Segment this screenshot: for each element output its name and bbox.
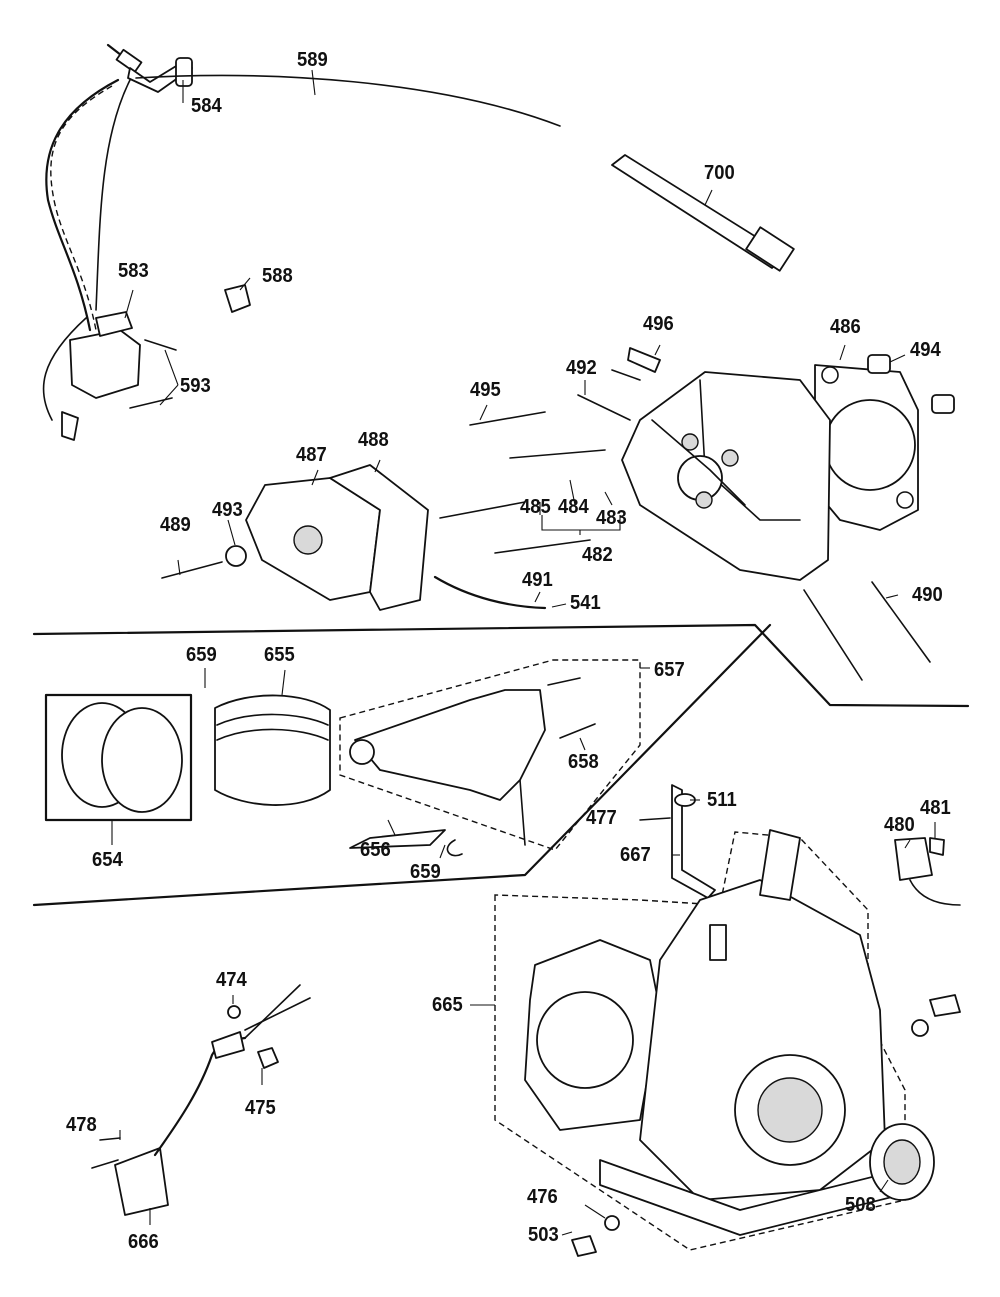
label-589: 589 [297,49,328,71]
label-491: 491 [522,569,553,591]
label-489: 489 [160,514,191,536]
label-659-top: 659 [186,644,217,666]
label-583: 583 [118,260,149,282]
label-541: 541 [570,592,601,614]
label-486: 486 [830,316,861,338]
label-667: 667 [620,844,651,866]
label-666: 666 [128,1231,159,1253]
label-483: 483 [596,507,627,529]
label-656: 656 [360,839,391,861]
label-584: 584 [191,95,222,117]
label-665: 665 [432,994,463,1016]
label-490: 490 [912,584,943,606]
label-659-bottom: 659 [410,861,441,883]
label-480: 480 [884,814,915,836]
label-481: 481 [920,797,951,819]
section-dividers [32,623,970,907]
cylinder-head-assembly [161,347,955,681]
ignition-coil-assembly [42,43,561,441]
label-655: 655 [264,644,295,666]
label-484: 484 [558,496,589,518]
label-474: 474 [216,969,247,991]
label-478: 478 [66,1114,97,1136]
label-593: 593 [180,375,211,397]
label-588: 588 [262,265,293,287]
label-657: 657 [654,659,685,681]
label-477: 477 [586,807,617,829]
piston-rod-assembly [44,659,641,857]
label-654: 654 [92,849,123,871]
governor-and-switch [639,784,961,906]
label-496: 496 [643,313,674,335]
label-487: 487 [296,444,327,466]
label-700: 700 [704,162,735,184]
oil-sensor-666 [91,984,620,1257]
label-503: 503 [528,1224,559,1246]
label-492: 492 [566,357,597,379]
label-508: 508 [845,1194,876,1216]
label-658: 658 [568,751,599,773]
crankcase-665 [494,829,961,1251]
label-493: 493 [212,499,243,521]
label-495: 495 [470,379,501,401]
label-511: 511 [707,789,737,811]
label-488: 488 [358,429,389,451]
label-494: 494 [910,339,941,361]
label-475: 475 [245,1097,276,1119]
label-485: 485 [520,496,551,518]
label-482: 482 [582,544,613,566]
tool-700 [611,154,795,272]
label-476: 476 [527,1186,558,1208]
leader-lines [111,69,936,1236]
